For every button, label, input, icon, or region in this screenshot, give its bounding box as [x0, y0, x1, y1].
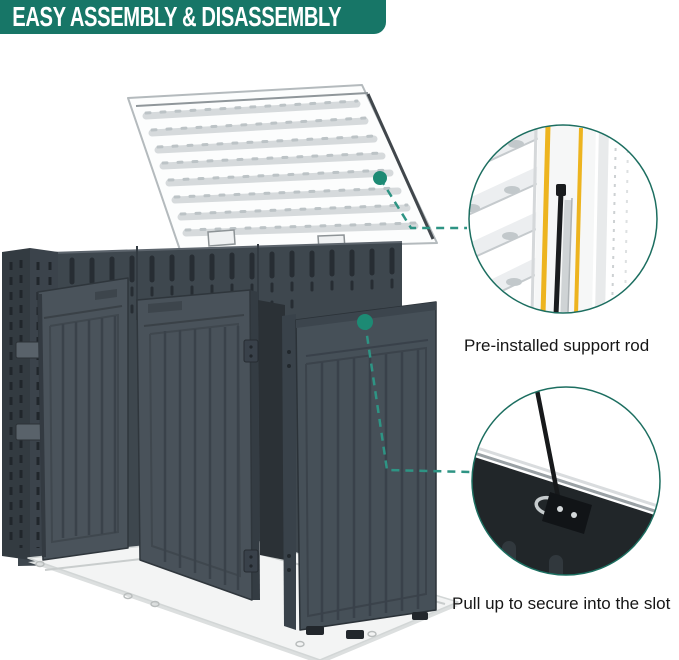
- side-panel-right: [282, 301, 437, 639]
- slot-label: Pull up to secure into the slot: [452, 594, 671, 613]
- callout-circle-support-rod: [468, 124, 658, 314]
- anchor-dot-bottom: [357, 314, 373, 330]
- support-rod: [553, 189, 564, 313]
- support-rod-pull: [534, 387, 562, 505]
- lid-panel: [127, 84, 438, 251]
- connector-lines: [357, 171, 471, 474]
- support-rod-label: Pre-installed support rod: [464, 336, 650, 355]
- yellow-guide-left: [540, 125, 551, 313]
- magnifier-circle-bottom: [471, 386, 661, 576]
- lid-support-rod: [366, 93, 435, 240]
- anchor-dot-top: [373, 171, 387, 185]
- banner-title: EASY ASSEMBLY & DISASSEMBLY: [12, 1, 342, 32]
- connector-line-bottom: [363, 321, 471, 474]
- door-hinge: [243, 339, 259, 573]
- door-right: [136, 289, 260, 601]
- yellow-guide-right: [574, 127, 583, 313]
- interior-gap: [258, 300, 285, 560]
- banner: EASY ASSEMBLY & DISASSEMBLY: [0, 0, 386, 34]
- magnifier-circle-top: [468, 124, 658, 314]
- slot-bracket: [542, 492, 592, 534]
- callout-circle-slot: [471, 386, 661, 576]
- connector-line-top: [378, 177, 467, 230]
- door-left: [37, 277, 129, 561]
